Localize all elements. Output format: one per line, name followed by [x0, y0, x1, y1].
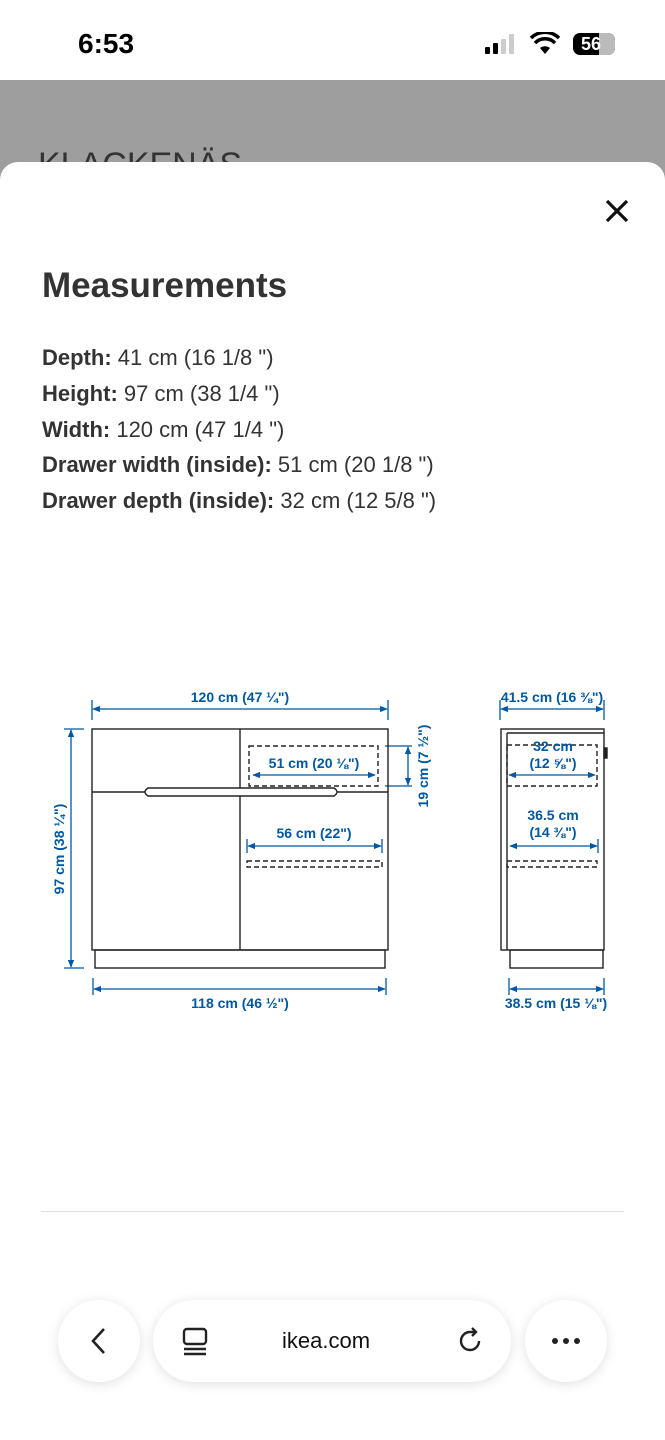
wifi-icon [530, 32, 560, 54]
spec-label: Drawer depth (inside): [42, 488, 275, 514]
modal-title: Measurements [42, 266, 288, 305]
url-text: ikea.com [282, 1328, 371, 1353]
label-top-depth: 41.5 cm (16 ⅜") [501, 689, 603, 705]
more-icon [552, 1338, 580, 1344]
label-top-width: 120 cm (47 ¼") [191, 689, 289, 705]
clock: 6:53 [78, 28, 135, 59]
label-bottom-width: 118 cm (46 ½") [191, 995, 289, 1011]
spec-value: 97 cm (38 1/4 ") [117, 380, 280, 406]
spec-value: 32 cm (12 5/8 ") [274, 488, 437, 514]
handle [144, 787, 338, 797]
browser-toolbar: ikea.com [0, 1290, 665, 1400]
label-shelf-depth-in: (14 ⅜") [529, 824, 576, 840]
chevron-left-icon [91, 1328, 105, 1354]
reload-icon[interactable] [455, 1326, 485, 1356]
reader-icon [182, 1327, 208, 1356]
label-shelf-depth-cm: 36.5 cm [527, 807, 578, 823]
spec-height: Height: 97 cm (38 1/4 ") [42, 376, 436, 412]
battery-level: 56 [581, 34, 602, 54]
spec-depth: Depth: 41 cm (16 1/8 ") [42, 340, 436, 376]
spec-drawer-width: Drawer width (inside): 51 cm (20 1/8 ") [42, 447, 436, 483]
spec-label: Drawer width (inside): [42, 452, 272, 478]
label-drawer-depth-cm: 32 cm [533, 738, 573, 754]
spec-drawer-depth: Drawer depth (inside): 32 cm (12 5/8 ") [42, 483, 436, 519]
status-bar: 6:53 56 [0, 0, 665, 80]
spec-width: Width: 120 cm (47 1/4 ") [42, 412, 436, 448]
label-shelf-width: 56 cm (22") [276, 825, 351, 841]
label-drawer-depth-in: (12 ⅝") [529, 755, 576, 771]
measurements-sheet [0, 162, 665, 1440]
divider [41, 1211, 624, 1212]
label-drawer-width: 51 cm (20 ⅛") [269, 755, 360, 771]
label-drawer-height: 19 cm (7 ½") [415, 725, 431, 808]
specs-list: Depth: 41 cm (16 1/8 ") Height: 97 cm (3… [42, 340, 436, 519]
label-height: 97 cm (38 ¼") [51, 804, 67, 895]
close-icon[interactable] [600, 194, 634, 228]
signal-icon [485, 34, 514, 54]
spec-value: 41 cm (16 1/8 ") [111, 345, 274, 370]
label-bottom-depth: 38.5 cm (15 ⅛") [505, 995, 607, 1011]
back-button[interactable] [58, 1300, 140, 1382]
more-button[interactable] [525, 1300, 607, 1382]
battery-icon: 56 [573, 33, 615, 55]
spec-label: Width: [42, 416, 111, 442]
spec-value: 51 cm (20 1/8 ") [271, 452, 434, 478]
address-bar[interactable]: ikea.com [153, 1300, 511, 1382]
measurement-diagram: 120 cm (47 ¼") 97 cm (38 ¼") 51 cm (20 ⅛… [51, 689, 608, 1011]
spec-label: Depth: [42, 345, 112, 370]
spec-value: 120 cm (47 1/4 ") [110, 416, 285, 442]
spec-label: Height: [42, 380, 118, 406]
